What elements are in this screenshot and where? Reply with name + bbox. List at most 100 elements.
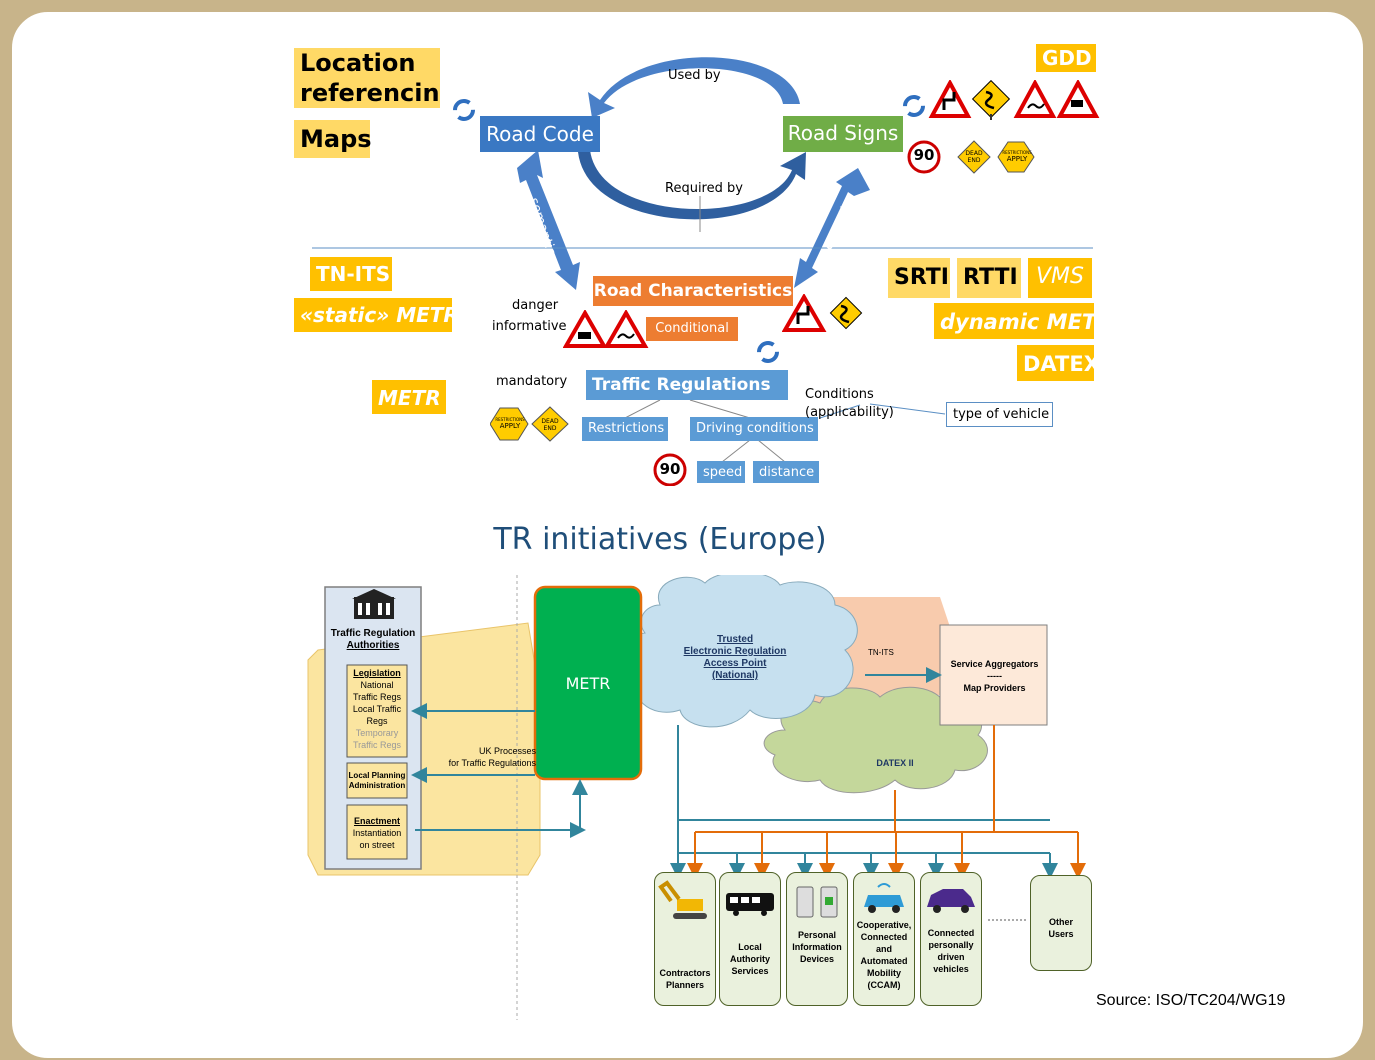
- user-box-local-authority: Local Authority Services: [719, 872, 781, 1006]
- traffic-regulations-box: Traffic Regulations: [586, 370, 788, 400]
- bottom-title: TR initiatives (Europe): [493, 522, 827, 557]
- dashes-line: -----: [987, 671, 1002, 681]
- trusted-line-3: Access Point: [703, 658, 767, 669]
- local-line-1: Local Traffic: [352, 704, 402, 714]
- enactment-title: Enactment: [353, 816, 400, 826]
- location-referencing-box: Location referencing: [294, 48, 440, 108]
- winding-road-sign-icon: [971, 80, 1011, 120]
- rtti-box: RTTI: [957, 258, 1021, 298]
- connected-car-icon: [864, 883, 904, 913]
- maps-box: Maps: [294, 120, 372, 158]
- restrictions-box: Restrictions: [582, 417, 668, 441]
- national-line-2: Traffic Regs: [352, 692, 401, 702]
- mandatory-signs: [490, 406, 569, 442]
- user-label: Contractors Planners: [659, 968, 711, 990]
- excavator-icon: [658, 880, 707, 919]
- temporary-line-1: Temporary: [355, 728, 399, 738]
- refresh-icon: [757, 341, 779, 363]
- dead-end-line-1: DEAD: [965, 150, 983, 157]
- speed-limit-sign-icon: [653, 453, 687, 486]
- legislation-list: Legislation National Traffic Regs Local …: [347, 667, 407, 751]
- conditions-label: Conditions: [805, 387, 874, 402]
- double-bend-sign-icon: [928, 80, 972, 118]
- legislation-label: Legislation: [353, 668, 401, 678]
- dead-end-sign-icon: [531, 406, 569, 442]
- user-box-ccam: Cooperative, Connected and Automated Mob…: [853, 872, 915, 1006]
- danger-label: danger: [512, 298, 559, 313]
- temporary-line-2: Traffic Regs: [352, 740, 401, 750]
- metr-box: METR: [372, 380, 446, 414]
- applicability-label: (applicability): [805, 405, 894, 420]
- enactment-label: Enactment Instantiation on street: [347, 815, 407, 851]
- road-char-signs: [782, 294, 863, 332]
- dynamic-metr-box: dynamic METR: [934, 303, 1112, 339]
- metr-label: METR: [565, 674, 611, 693]
- semantic-left-arrow: [517, 150, 580, 290]
- top-connectors: [312, 57, 1093, 463]
- road-signs-cluster-2: [907, 140, 1035, 174]
- trusted-line-2: Electronic Regulation: [683, 646, 787, 657]
- informative-label: informative: [492, 319, 567, 334]
- source-note: Source: ISO/TC204/WG19: [1096, 992, 1286, 1009]
- traffic-queue-sign-icon: [563, 310, 608, 348]
- uk-processes-line-2: for Traffic Regulations: [448, 758, 536, 768]
- traffic-queue-sign-icon: [1056, 80, 1100, 118]
- required-by-label: Required by: [665, 181, 743, 196]
- government-building-icon: [352, 589, 396, 619]
- slippery-road-sign-icon: [1013, 80, 1057, 118]
- srti-box: SRTI: [888, 258, 950, 298]
- trusted-line-4: (National): [711, 670, 759, 681]
- semantic-right-arrow: [794, 168, 870, 288]
- user-label: Cooperative, Connected and Automated Mob…: [856, 920, 912, 990]
- service-aggregators-box: [939, 624, 1048, 726]
- restrictions-apply-line-1b: RESTRICTIONS: [495, 417, 525, 422]
- speed-sign-text: 90: [913, 146, 935, 164]
- used-by-label: Used by: [668, 68, 721, 83]
- refresh-icon: [903, 95, 925, 117]
- distance-box: distance: [753, 461, 819, 483]
- required-by-arrow: [578, 150, 806, 220]
- dead-end-line-1b: DEAD: [541, 418, 559, 425]
- road-signs-cluster: [928, 80, 1100, 120]
- service-aggregators-line: Service Aggregators: [950, 659, 1039, 669]
- local-planning-line-1: Local Planning: [348, 771, 406, 780]
- speed-sign-text-2: 90: [659, 460, 681, 478]
- user-label: Personal Information Devices: [792, 930, 842, 964]
- tn-its-box: TN-ITS: [310, 257, 392, 291]
- user-box-other: Other Users: [1030, 875, 1092, 971]
- instantiation-line-2: on street: [359, 840, 395, 850]
- datex-ii-label: DATEX II: [876, 758, 914, 768]
- vms-box: VMS: [1028, 258, 1092, 298]
- bus-icon: [726, 893, 774, 916]
- user-label: Connected personally driven vehicles: [927, 928, 975, 974]
- used-by-arrow: [588, 57, 800, 118]
- restrictions-apply-line-2: APPLY: [1006, 155, 1028, 163]
- authorities-label: Traffic Regulation Authorities: [325, 628, 421, 652]
- danger-signs: [563, 310, 649, 348]
- user-label: Other Users: [1048, 917, 1074, 939]
- local-line-2: Regs: [366, 716, 388, 726]
- car-icon: [927, 889, 975, 913]
- user-box-personal-devices: Personal Information Devices: [786, 872, 848, 1006]
- dead-end-line-2: END: [967, 157, 981, 164]
- type-of-vehicle-box: type of vehicle: [946, 402, 1053, 427]
- user-box-connected-vehicles: Connected personally driven vehicles: [920, 872, 982, 1006]
- restrictions-apply-sign-icon: [490, 407, 529, 441]
- speed-limit-sign-icon: [907, 140, 941, 174]
- datex-cloud: [763, 686, 988, 794]
- driving-conditions-box: Driving conditions: [690, 417, 818, 441]
- smartphone-icon: [796, 886, 838, 918]
- tn-its-bottom-label: TN-ITS: [868, 648, 894, 657]
- map-providers-line: Map Providers: [963, 683, 1026, 693]
- user-box-contractors: Contractors Planners: [654, 872, 716, 1006]
- service-aggregators-label: Service Aggregators ----- Map Providers: [942, 658, 1047, 694]
- road-code-box: Road Code: [480, 116, 600, 152]
- restrictions-apply-line-1: RESTRICTIONS: [1002, 150, 1032, 155]
- trusted-label: Trusted Electronic Regulation Access Poi…: [665, 634, 805, 682]
- gdd-box: GDD: [1036, 44, 1096, 72]
- bottom-diagram: [307, 575, 1086, 1020]
